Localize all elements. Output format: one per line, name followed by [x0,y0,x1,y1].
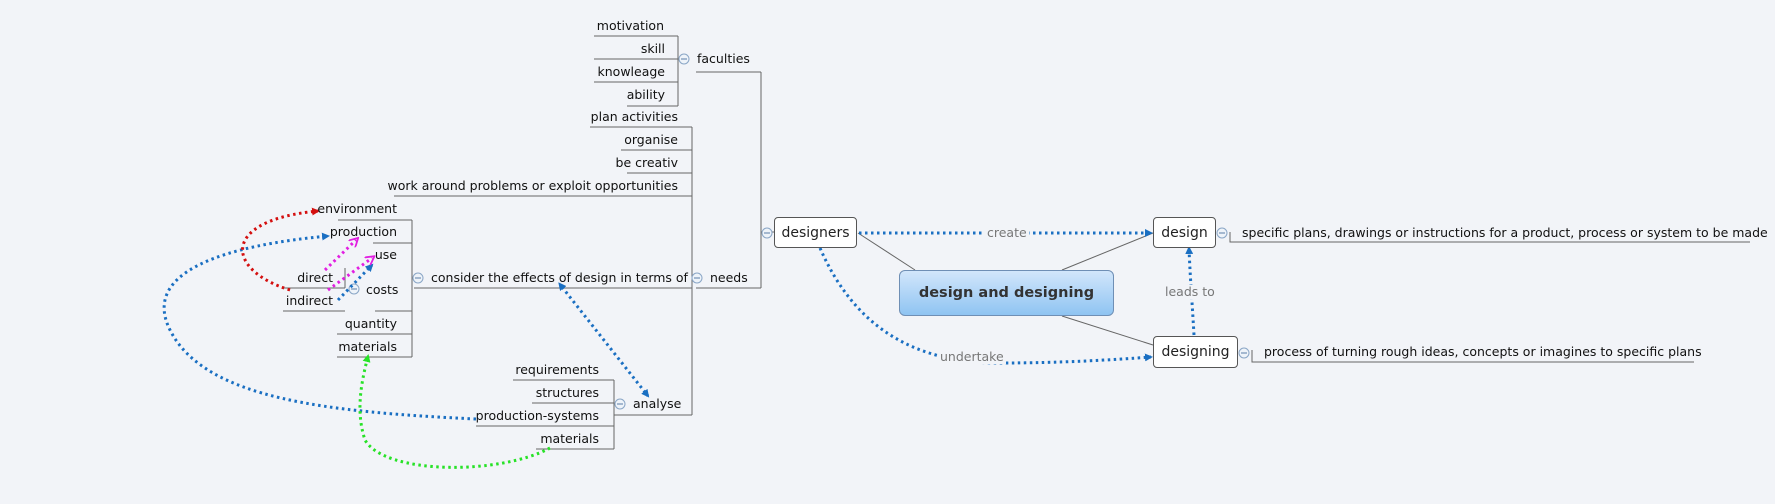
node-production-systems[interactable]: production-systems [475,408,599,423]
central-topic[interactable]: design and designing [899,270,1114,316]
node-knowleage[interactable]: knowleage [597,64,665,79]
topic-design[interactable]: design [1153,217,1216,248]
node-quantity[interactable]: quantity [344,316,397,331]
node-be-creativ[interactable]: be creativ [615,155,678,170]
relationship-leads-to-label: leads to [1163,284,1217,299]
node-needs[interactable]: needs [710,270,748,285]
node-plan-activities[interactable]: plan activities [590,109,678,124]
node-structures[interactable]: structures [535,385,599,400]
topic-designers[interactable]: designers [774,217,857,248]
design-definition[interactable]: specific plans, drawings or instructions… [1242,225,1768,240]
node-work-around[interactable]: work around problems or exploit opportun… [387,178,679,193]
node-analyse[interactable]: analyse [633,396,682,411]
relationship-create-label: create [985,225,1029,240]
node-faculties[interactable]: faculties [697,51,750,66]
designing-definition[interactable]: process of turning rough ideas, concepts… [1264,344,1702,359]
node-materials[interactable]: materials [338,339,397,354]
node-indirect[interactable]: indirect [285,293,333,308]
node-analyse-materials[interactable]: materials [540,431,599,446]
toggle-minus-signs [351,58,1247,405]
node-production[interactable]: production [329,224,397,239]
tree-lines [283,35,1750,450]
relationship-undertake-label: undertake [938,349,1006,364]
node-costs[interactable]: costs [366,282,399,297]
topic-designing[interactable]: designing [1153,336,1238,368]
relationship-arrows [162,207,1196,469]
node-motivation[interactable]: motivation [596,18,664,33]
node-environment[interactable]: environment [317,201,397,216]
node-organise[interactable]: organise [624,132,678,147]
node-consider[interactable]: consider the effects of design in terms … [431,270,688,285]
node-requirements[interactable]: requirements [515,362,599,377]
node-use[interactable]: use [374,247,397,262]
node-skill[interactable]: skill [640,41,665,56]
node-direct[interactable]: direct [297,270,333,285]
node-ability[interactable]: ability [626,87,665,102]
